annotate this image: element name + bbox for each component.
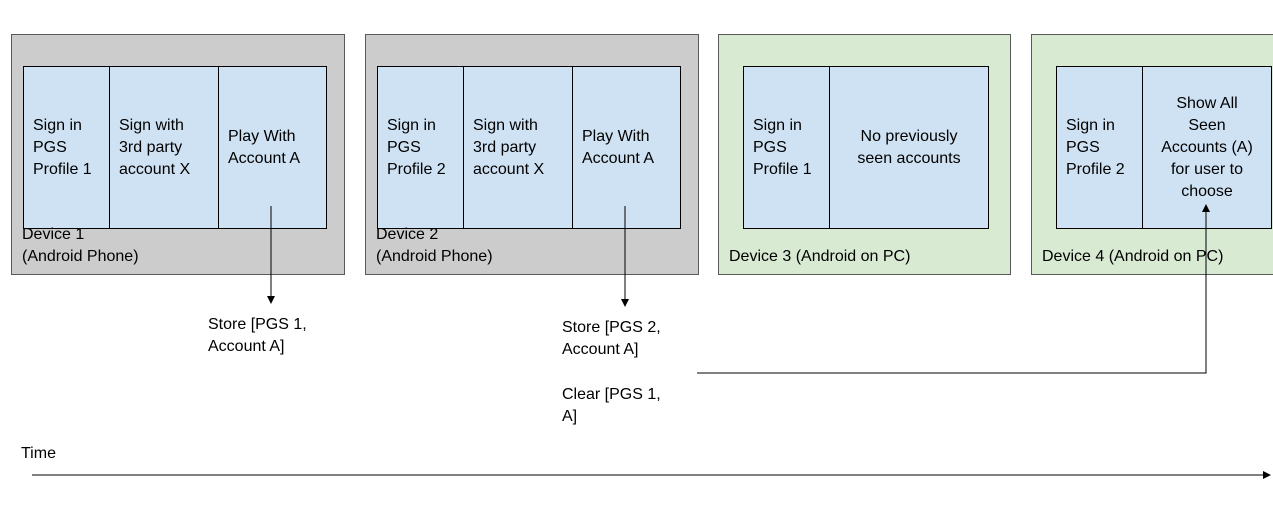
device-2-label: Device 2 (Android Phone) bbox=[376, 226, 493, 265]
device-3-box: Sign in PGS Profile 1 No previously seen… bbox=[718, 34, 1011, 275]
device-1-steps: Sign in PGS Profile 1 Sign with 3rd part… bbox=[23, 66, 327, 229]
device-1-step-play-account: Play With Account A bbox=[228, 127, 301, 167]
device-2-step-play-account: Play With Account A bbox=[582, 127, 655, 167]
device-3-step-sign-in-pgs: Sign in PGS Profile 1 bbox=[744, 67, 830, 228]
device-4-label: Device 4 (Android on PC) bbox=[1042, 248, 1224, 265]
device-3-steps: Sign in PGS Profile 1 No previously seen… bbox=[743, 66, 989, 229]
note-store-pgs1-account-a: Store [PGS 1, Account A] bbox=[208, 316, 307, 355]
note-clear-pgs1-a: Clear [PGS 1, A] bbox=[562, 386, 661, 425]
device-4-step-show-accounts: Show All Seen Accounts (A) for user to c… bbox=[1161, 94, 1253, 200]
device-2-box: Sign in PGS Profile 2 Sign with 3rd part… bbox=[365, 34, 699, 275]
timeline-label: Time bbox=[21, 445, 56, 462]
device-4-step-sign-in-pgs: Sign in PGS Profile 2 bbox=[1057, 67, 1143, 228]
device-4-box: Sign in PGS Profile 2 Show All Seen Acco… bbox=[1031, 34, 1273, 275]
device-1-label: Device 1 (Android Phone) bbox=[22, 226, 139, 265]
device-2-step-sign-3rd-party: Sign with 3rd party account X bbox=[464, 67, 573, 228]
device-2-steps: Sign in PGS Profile 2 Sign with 3rd part… bbox=[377, 66, 681, 229]
arrow-clear-to-device4 bbox=[697, 204, 1210, 374]
device-2-step-sign-in-pgs: Sign in PGS Profile 2 bbox=[378, 67, 464, 228]
device-1-step-sign-3rd-party: Sign with 3rd party account X bbox=[110, 67, 219, 228]
device-3-step-no-accounts: No previously seen accounts bbox=[857, 127, 961, 167]
device-1-box: Sign in PGS Profile 1 Sign with 3rd part… bbox=[11, 34, 345, 275]
device-3-label: Device 3 (Android on PC) bbox=[729, 248, 911, 265]
device-4-steps: Sign in PGS Profile 2 Show All Seen Acco… bbox=[1056, 66, 1272, 229]
note-store-pgs2-account-a: Store [PGS 2, Account A] bbox=[562, 319, 661, 358]
device-1-step-sign-in-pgs: Sign in PGS Profile 1 bbox=[24, 67, 110, 228]
